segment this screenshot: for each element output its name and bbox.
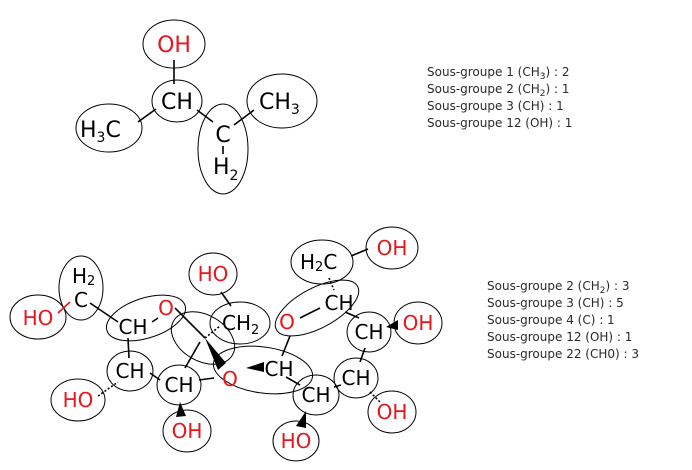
bond-c-ch-left xyxy=(89,302,119,323)
cho-left-ellipse xyxy=(106,294,186,342)
molecule-1: OH CH H3C C H2 CH3 xyxy=(75,19,318,195)
ho-bottom-circle xyxy=(272,420,320,462)
atom-ch-left: CH xyxy=(115,359,144,383)
bond-ch-ch3-left xyxy=(137,108,157,123)
ch-center-circle xyxy=(156,364,202,406)
ch3-left-group-circle xyxy=(75,103,143,153)
legend-2-line-2: Sous-groupe 3 (CH) : 5 xyxy=(487,296,624,310)
oh-top-right-circle xyxy=(365,226,419,270)
ch-bottom-circle xyxy=(292,374,340,416)
legend-molecule-1: Sous-groupe 1 (CH3) : 2 Sous-groupe 2 (C… xyxy=(427,65,572,130)
molecule-2: H2 C HO CH O CH HO CH OH HO CH2 O CH CH … xyxy=(9,226,443,462)
atom-ho-top: HO xyxy=(198,262,229,286)
atom-h2: H2 xyxy=(213,155,238,184)
atom-ch-right: CH xyxy=(354,320,383,344)
bond-ch-center-ch xyxy=(198,377,215,381)
atom-o-2: O xyxy=(222,367,238,391)
bond-c-ch3-right xyxy=(233,109,255,126)
atom-ch2-center: CH2 xyxy=(222,311,259,338)
atom-c-top: C xyxy=(74,288,88,312)
atom-oh-low-right: OH xyxy=(377,400,408,424)
atom-ho-bottom: HO xyxy=(281,429,312,453)
atom-oh-bottom-1: OH xyxy=(172,419,203,443)
bond-c-ch-right xyxy=(328,277,335,291)
legend-2-line-3: Sous-groupe 4 (C) : 1 xyxy=(487,313,615,327)
legend-molecule-2: Sous-groupe 2 (CH2) : 3 Sous-groupe 3 (C… xyxy=(487,279,639,361)
atom-h2-top: H2 xyxy=(72,264,95,289)
bond-c-o-wedge xyxy=(205,338,226,370)
ch-group-circle xyxy=(151,79,203,123)
legend-2-line-5: Sous-groupe 22 (CH0) : 3 xyxy=(487,347,639,361)
ch-right-circle xyxy=(346,311,392,353)
ch2-top-left-circle xyxy=(58,255,104,321)
bond-ch-oh-wedge xyxy=(176,402,186,417)
bond-ch-ch-bottom xyxy=(285,376,301,386)
oh-low-right-circle xyxy=(367,390,417,434)
bond-ch-o-left xyxy=(151,317,159,323)
legend-1-line-3: Sous-groupe 3 (CH) : 1 xyxy=(427,99,564,113)
bond-ho-ch-left-dash xyxy=(97,381,119,397)
atom-h3c: H3C xyxy=(80,118,121,146)
bond-c-ch-center xyxy=(184,341,201,369)
atom-ch-o-3: CH xyxy=(324,291,353,315)
bond-ch-ch-right xyxy=(344,311,360,319)
bond-ch-ch-low-right xyxy=(333,384,342,388)
bond-ch-o-center xyxy=(281,335,291,357)
cho-right-ellipse xyxy=(274,279,360,337)
cho-center-ellipse xyxy=(212,345,314,395)
atom-oh: OH xyxy=(157,33,191,58)
bond-ch-ch-right-vertical xyxy=(359,347,366,363)
atom-o-3: O xyxy=(279,310,295,334)
legend-2-line-4: Sous-groupe 12 (OH) : 1 xyxy=(487,330,632,344)
bond-o-ch-right xyxy=(299,307,321,319)
atom-ch-center: CH xyxy=(164,373,193,397)
bond-ch-oh-right-wedge xyxy=(386,320,398,330)
atom-ch-ring: CH xyxy=(264,357,293,381)
atom-h2c-top: H2C xyxy=(300,250,337,275)
ch-low-right-circle xyxy=(333,357,379,399)
ho-top-circle xyxy=(188,252,238,296)
bond-ch-ch-center xyxy=(149,372,161,381)
ch-left-circle xyxy=(106,350,154,392)
bond-o-c-quaternary xyxy=(174,307,206,339)
atom-oh-top-right: OH xyxy=(377,236,408,260)
atom-ch-low-right: CH xyxy=(341,366,370,390)
ho-left-circle xyxy=(9,294,67,340)
atom-o-1: O xyxy=(158,296,174,320)
bond-c-ch2-dash xyxy=(204,325,221,339)
bond-ch-ho-wedge xyxy=(296,411,306,428)
bond-ho-ch2-center xyxy=(220,291,232,307)
ch3-right-group-circle xyxy=(246,73,318,129)
bond-ch-c xyxy=(196,109,214,123)
atom-ch-o-1: CH xyxy=(118,315,147,339)
atom-ch-bottom: CH xyxy=(301,383,330,407)
legend-2-line-1: Sous-groupe 2 (CH2) : 3 xyxy=(487,279,629,296)
legend-1-line-1: Sous-groupe 1 (CH3) : 2 xyxy=(427,65,569,82)
ch2-center-circle xyxy=(209,301,271,345)
bond-ho-ch2 xyxy=(57,301,71,314)
bond-c-oh-top-right xyxy=(350,248,369,257)
atom-ho-low-left: HO xyxy=(63,388,94,412)
legend-1-line-4: Sous-groupe 12 (OH) : 1 xyxy=(427,116,572,130)
legend-1-line-2: Sous-groupe 2 (CH2) : 1 xyxy=(427,82,569,99)
atom-ho-left: HO xyxy=(23,306,54,330)
bond-o-ch-wedge xyxy=(246,362,264,372)
oh-bottom-1-circle xyxy=(162,409,212,453)
atom-ch3-right: CH3 xyxy=(259,90,300,118)
atom-ch: CH xyxy=(161,90,193,115)
atom-oh-right: OH xyxy=(403,311,434,335)
ho-low-left-circle xyxy=(50,378,106,422)
bond-ch-ch-left xyxy=(127,337,130,359)
atom-c: C xyxy=(215,123,230,148)
ch2-group-circle xyxy=(197,103,249,195)
